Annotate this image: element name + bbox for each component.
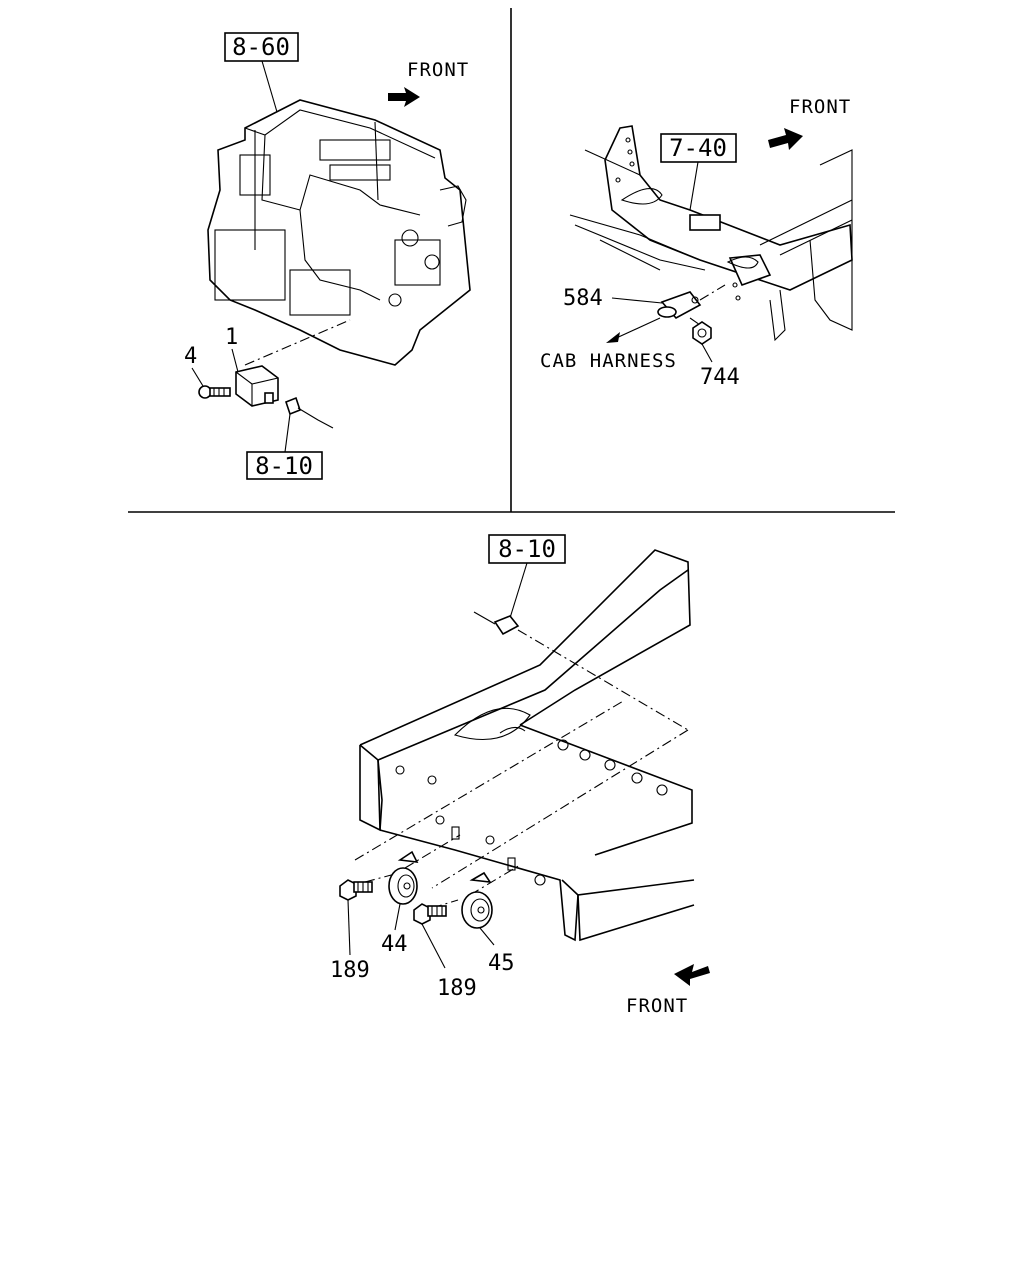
front-label-bottom: FRONT (626, 995, 688, 1017)
nut-part-744 (692, 321, 712, 345)
front-label-top-left: FRONT (407, 59, 469, 81)
cab-harness-label: CAB HARNESS (540, 350, 677, 372)
panel-bottom: 8-10 (330, 534, 710, 1017)
callout-45: 45 (488, 951, 515, 976)
callout-584: 584 (563, 286, 603, 311)
horn-part-44 (388, 850, 419, 905)
front-arrow-icon (388, 87, 420, 107)
heater-unit-assembly (207, 99, 471, 366)
ref-box-7-40-label: 7-40 (669, 134, 727, 162)
callout-189-left: 189 (330, 958, 370, 983)
callout-1: 1 (225, 325, 238, 350)
screw-part-4 (198, 385, 231, 399)
ref-box-8-60-label: 8-60 (232, 33, 290, 61)
harness-connector (285, 396, 334, 429)
front-arrow-icon (674, 964, 710, 986)
bolt-part-189-left (339, 879, 373, 901)
ref-box-8-10-bottom-label: 8-10 (498, 535, 556, 563)
ref-box-8-10-top-label: 8-10 (255, 452, 313, 480)
front-label-top-right: FRONT (789, 96, 851, 118)
harness-connector-bottom (473, 611, 520, 636)
callout-744: 744 (700, 365, 740, 390)
panel-top-right: FRONT 7-40 (540, 96, 853, 390)
front-arrow-icon (768, 128, 803, 150)
ref-box-8-60: 8-60 (224, 32, 299, 62)
ref-box-8-10-top: 8-10 (246, 451, 323, 480)
ref-box-8-10-bottom: 8-10 (488, 534, 566, 564)
callout-4: 4 (184, 344, 197, 369)
callout-44: 44 (381, 932, 408, 957)
ref-box-7-40: 7-40 (660, 133, 737, 163)
callout-189-right: 189 (437, 976, 477, 1001)
grommet-part-584 (657, 291, 702, 320)
frame-crossmember (569, 125, 853, 342)
horn-part-45 (461, 871, 493, 929)
control-module-part-1 (235, 365, 279, 407)
bolt-part-189-right (413, 903, 447, 925)
panel-top-left: 8-60 FRONT (184, 32, 471, 480)
chassis-frame-rail (359, 549, 695, 942)
